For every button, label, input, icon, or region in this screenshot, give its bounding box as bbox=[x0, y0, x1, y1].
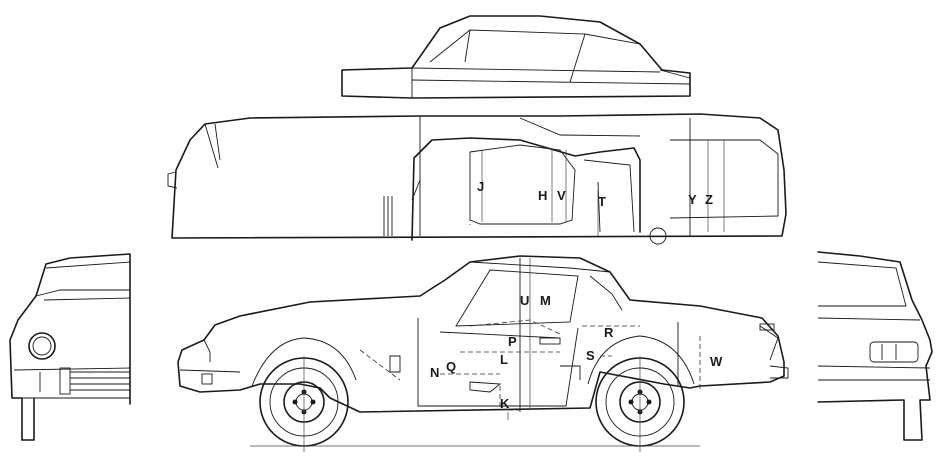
label-l: L bbox=[500, 352, 508, 367]
label-q: Q bbox=[446, 359, 456, 374]
label-j: J bbox=[477, 179, 484, 194]
label-w: W bbox=[710, 354, 723, 369]
label-h: H bbox=[538, 188, 547, 203]
rear-view bbox=[817, 251, 933, 441]
label-v: V bbox=[557, 188, 566, 203]
label-m: M bbox=[540, 293, 551, 308]
label-k: K bbox=[500, 396, 510, 411]
label-n: N bbox=[430, 365, 439, 380]
side-view bbox=[177, 255, 789, 452]
label-s: S bbox=[586, 348, 595, 363]
plan-view bbox=[167, 113, 787, 245]
label-t: T bbox=[598, 194, 606, 209]
front-view bbox=[9, 253, 131, 441]
hardtop-view bbox=[341, 15, 691, 99]
label-p: P bbox=[508, 334, 517, 349]
label-z: Z bbox=[705, 192, 713, 207]
label-y: Y bbox=[688, 192, 697, 207]
dimension-labels: J H V T Y Z U M P R L S N Q W K bbox=[430, 179, 723, 411]
label-r: R bbox=[604, 325, 614, 340]
label-u: U bbox=[520, 293, 529, 308]
